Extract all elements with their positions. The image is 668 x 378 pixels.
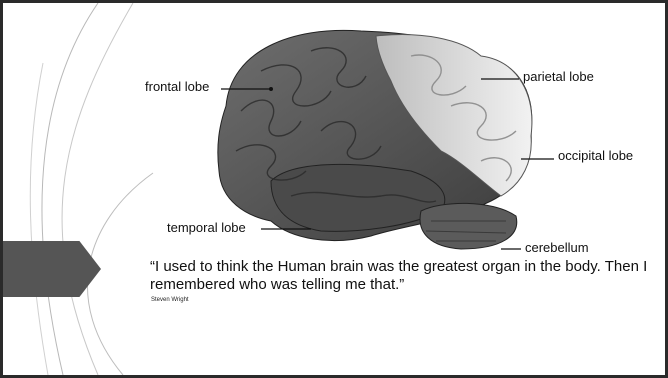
label-parietal-lobe: parietal lobe <box>523 69 594 84</box>
brain-illustration <box>121 11 651 251</box>
label-occipital-lobe: occipital lobe <box>558 148 633 163</box>
label-cerebellum: cerebellum <box>525 240 589 255</box>
quote-text: “I used to think the Human brain was the… <box>150 258 650 294</box>
label-frontal-lobe: frontal lobe <box>145 79 209 94</box>
label-temporal-lobe: temporal lobe <box>167 220 246 235</box>
quote-author: Steven Wright <box>151 297 189 303</box>
